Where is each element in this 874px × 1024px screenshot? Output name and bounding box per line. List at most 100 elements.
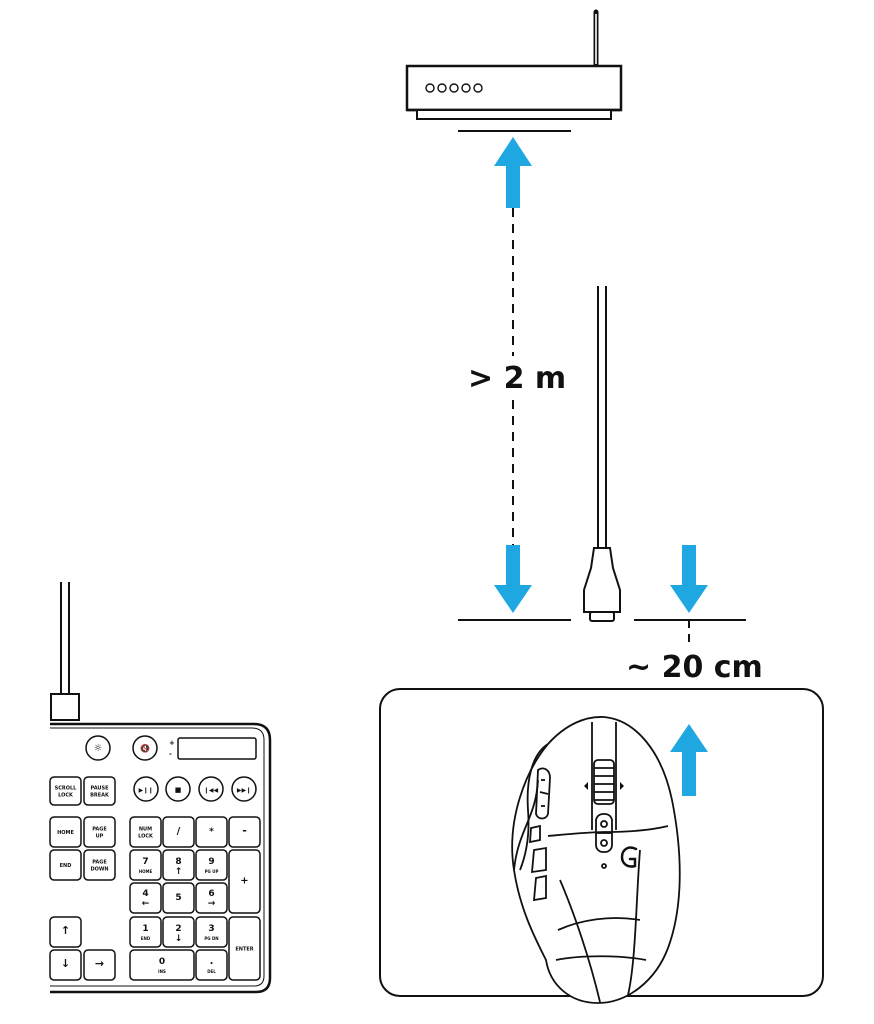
num9-key-label: 9 <box>208 857 214 867</box>
home-key: HOME <box>49 816 82 848</box>
arrow-up-key: ↑ <box>49 916 82 948</box>
num5-key-label: 5 <box>175 893 181 903</box>
enter-key: ENTER <box>228 916 261 981</box>
multiply-key-label: * <box>209 827 214 837</box>
plus-key-label: + <box>240 876 248 887</box>
router-led <box>437 83 447 93</box>
indicator-plus: + <box>169 739 175 747</box>
down-arrow-icon-2 <box>670 545 708 613</box>
keyboard-keys: ☼🔇+-▶❙❙■❙◀◀▶▶❙SCROLLLOCKPAUSEBREAKHOMEPA… <box>49 735 261 981</box>
num8-key: 8↑ <box>162 849 195 881</box>
keyboard: ☼🔇+-▶❙❙■❙◀◀▶▶❙SCROLLLOCKPAUSEBREAKHOMEPA… <box>49 582 272 994</box>
arrow-down-key: ↓ <box>49 949 82 981</box>
num2-key-label: ↓ <box>175 934 183 944</box>
enter-key-label: ENTER <box>235 947 253 953</box>
page-down-key-label: PAGE <box>92 860 107 866</box>
router-led <box>461 83 471 93</box>
divide-key-label: / <box>177 826 181 837</box>
pause-key-label: BREAK <box>90 793 110 799</box>
arrow-down-key-label: ↓ <box>61 957 70 970</box>
num8-key-label: ↑ <box>175 867 183 877</box>
page-up-key-label: UP <box>96 834 104 840</box>
num0-key-label: INS <box>158 969 166 974</box>
scroll-lock-key-label: LOCK <box>58 793 74 799</box>
arrow-right-key-label: → <box>95 957 104 970</box>
previous-track-button: ❙◀◀ <box>198 776 224 802</box>
num3-key-label: PG DN <box>204 936 218 941</box>
indicator-bar <box>177 737 257 760</box>
num1-key-label: 1 <box>142 924 148 934</box>
router-distance-label: > 2 m <box>468 361 566 396</box>
next-track-button: ▶▶❙ <box>231 776 257 802</box>
router-led <box>425 83 435 93</box>
end-key: END <box>49 849 82 881</box>
next-track-button-label: ▶▶❙ <box>237 787 251 794</box>
num-lock-key-label: NUM <box>139 827 152 833</box>
num6-key-label: 6 <box>208 889 214 899</box>
num9-key-label: PG UP <box>205 869 219 874</box>
down-arrow-icon <box>494 545 532 613</box>
router-led <box>473 83 483 93</box>
minus-key-label: - <box>242 824 247 837</box>
mute-button: 🔇 <box>132 735 158 761</box>
brightness-button-label: ☼ <box>94 743 103 754</box>
num6-key: 6→ <box>195 882 228 914</box>
num4-key-label: ← <box>142 899 150 909</box>
minus-key: - <box>228 816 261 848</box>
up-arrow-icon <box>494 137 532 208</box>
end-key-label: END <box>60 863 72 869</box>
decimal-key-label: DEL <box>207 969 216 974</box>
num5-key: 5 <box>162 882 195 914</box>
usb-receiver <box>583 547 621 622</box>
num2-key: 2↓ <box>162 916 195 948</box>
decimal-key-label: . <box>210 956 214 967</box>
num4-key-label: 4 <box>142 889 148 899</box>
num-lock-key-label: LOCK <box>138 834 154 840</box>
stop-button: ■ <box>165 776 191 802</box>
divide-key: / <box>162 816 195 848</box>
num2-key-label: 2 <box>175 924 181 934</box>
num1-key-label: END <box>141 936 151 941</box>
previous-track-button-label: ❙◀◀ <box>204 787 219 794</box>
router-leds <box>425 83 483 93</box>
up-arrow-icon-2 <box>670 724 708 796</box>
router <box>405 9 623 120</box>
router-led <box>449 83 459 93</box>
num7-key-label: 7 <box>142 857 148 867</box>
num0-key-label: 0 <box>159 957 165 967</box>
multiply-key: * <box>195 816 228 848</box>
num6-key-label: → <box>208 899 216 909</box>
pause-key-label: PAUSE <box>91 786 110 792</box>
num8-key-label: 8 <box>175 857 181 867</box>
num4-key: 4← <box>129 882 162 914</box>
play-pause-button-label: ▶❙❙ <box>139 787 154 794</box>
num3-key-label: 3 <box>208 924 214 934</box>
indicator-minus: - <box>169 750 172 758</box>
usb-cable <box>597 286 607 548</box>
scroll-lock-key-label: SCROLL <box>55 786 78 792</box>
decimal-key: . DEL <box>195 949 228 981</box>
keyboard-cable <box>50 582 80 721</box>
stop-button-label: ■ <box>175 786 182 794</box>
mute-button-label: 🔇 <box>140 743 150 753</box>
page-down-key-label: DOWN <box>90 867 108 873</box>
home-key-label: HOME <box>57 830 74 836</box>
gaming-mouse <box>511 716 681 1004</box>
num7-key-label: HOME <box>139 869 153 874</box>
arrow-up-key-label: ↑ <box>61 924 70 937</box>
num9-key: 9 PG UP <box>195 849 228 881</box>
arrow-right-key: → <box>83 949 116 981</box>
num3-key: 3 PG DN <box>195 916 228 948</box>
plus-key: + <box>228 849 261 914</box>
page-up-key-label: PAGE <box>92 827 107 833</box>
play-pause-button: ▶❙❙ <box>133 776 159 802</box>
